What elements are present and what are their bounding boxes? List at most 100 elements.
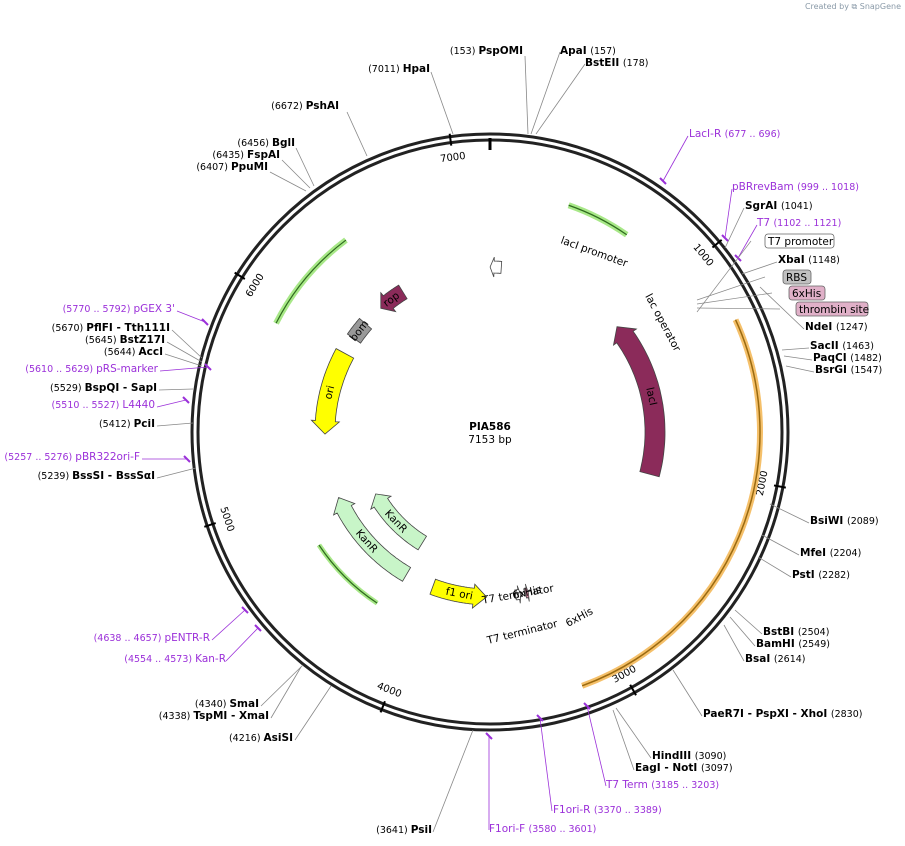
leader-21 — [615, 707, 652, 759]
leader-30 — [164, 353, 203, 367]
box-leader-3 — [696, 240, 752, 313]
leader-8 — [724, 207, 745, 249]
leader-31 — [166, 341, 203, 363]
leader-3 — [430, 71, 454, 135]
leader-28 — [156, 422, 194, 427]
site-label-13: BsrGI (1547) — [815, 364, 882, 376]
leader-11 — [781, 347, 810, 351]
site-label-16: PstI (2282) — [792, 569, 850, 581]
primer-label-4: F1ori-R (3370 .. 3389) — [553, 804, 662, 816]
site-label-24: (4216) AsiSI — [229, 732, 293, 744]
leader-17 — [734, 609, 763, 635]
site-label-25: (4338) TspMI - XmaI — [159, 710, 269, 722]
site-label-2: BstEII (178) — [585, 57, 648, 69]
site-label-1: ApaI (157) — [560, 45, 616, 57]
feature-bom-3 — [346, 317, 373, 344]
boxed-feature-rbs: RBS — [782, 269, 812, 285]
leader-29 — [158, 388, 194, 391]
primer-leader-2 — [737, 224, 758, 259]
svg-text:6xHis: 6xHis — [792, 288, 821, 300]
feature-f1-ori-7 — [429, 578, 488, 609]
primer-label-0: LacI-R (677 .. 696) — [689, 128, 780, 140]
primer-mark-9 — [182, 396, 190, 404]
site-label-22: EagI - NotI (3097) — [635, 762, 733, 774]
tick-7000 — [448, 133, 453, 146]
leader-18 — [729, 616, 756, 647]
primer-mark-10 — [204, 363, 212, 371]
site-label-17: BstBI (2504) — [763, 626, 829, 638]
primer-leader-10 — [159, 366, 209, 372]
site-label-29: (5529) BspQI - SapI — [50, 382, 157, 394]
site-label-26: (4340) SmaI — [195, 698, 259, 710]
primer-mark-8 — [183, 455, 191, 463]
leader-5 — [295, 147, 315, 187]
site-label-10: NdeI (1247) — [805, 321, 868, 333]
tick-label-7000: 7000 — [440, 151, 467, 165]
site-label-12: PaqCI (1482) — [813, 352, 882, 364]
site-label-7: (6407) PpuMI — [196, 161, 268, 173]
leader-26 — [260, 664, 304, 707]
leader-1 — [530, 51, 561, 135]
leader-27 — [156, 467, 197, 479]
leader-14 — [769, 503, 810, 524]
primer-leader-11 — [176, 310, 206, 323]
snapgene-credit: Created by ⧉ SnapGene — [804, 2, 901, 11]
feature-6xhis-9 — [523, 583, 530, 602]
leader-16 — [757, 556, 792, 578]
primer-mark-6 — [254, 624, 262, 632]
primer-label-2: T7 (1102 .. 1121) — [756, 217, 841, 229]
site-label-11: SacII (1463) — [810, 340, 874, 352]
tick-6000 — [234, 271, 246, 280]
leader-15 — [761, 534, 800, 556]
leader-32 — [171, 329, 203, 359]
site-label-15: MfeI (2204) — [800, 547, 861, 559]
highlight-arc — [275, 239, 347, 324]
tick-label-5000: 5000 — [217, 506, 235, 534]
boxed-feature-t7-promoter: T7 promoter — [764, 233, 835, 249]
tick-label-6000: 6000 — [244, 272, 267, 299]
site-label-9: XbaI (1148) — [778, 254, 840, 266]
feature-label-0: lacI — [643, 386, 659, 406]
primer-mark-4 — [536, 714, 544, 722]
primer-mark-5 — [485, 732, 493, 740]
site-label-8: SgrAI (1041) — [745, 200, 813, 212]
site-label-4: (6672) PshAI — [271, 100, 339, 112]
site-label-0: (153) PspOMI — [450, 45, 523, 57]
primer-leader-6 — [225, 627, 259, 662]
leader-12 — [783, 355, 813, 361]
primer-leader-3 — [586, 705, 607, 787]
feature-kanr-5 — [370, 493, 428, 551]
primer-label-7: (4638 .. 4657) pENTR-R — [94, 632, 210, 644]
box-leader-0 — [696, 276, 766, 301]
tick-3000 — [629, 684, 637, 696]
box-leader-1 — [696, 292, 773, 305]
primer-label-8: (5257 .. 5276) pBR322ori-F — [4, 451, 140, 463]
lacI-promoter-label: lacI promoter — [559, 235, 630, 271]
site-label-21: HindIII (3090) — [652, 750, 726, 762]
primer-leader-0 — [662, 135, 689, 182]
primer-mark-7 — [241, 606, 249, 614]
primer-leader-9 — [156, 399, 187, 408]
primer-mark-3 — [583, 702, 591, 710]
feature-label-7: f1 ori — [445, 586, 474, 603]
feature-t7-terminator-8 — [514, 585, 521, 604]
site-label-6: (6435) FspAI — [212, 149, 280, 161]
leader-23 — [432, 729, 474, 833]
plasmid-name: PIA586 — [469, 421, 511, 433]
feature-rop-2 — [380, 284, 408, 313]
leader-19 — [723, 624, 745, 662]
backbone-outer-ring — [190, 132, 790, 732]
site-label-27: (5239) BssSI - BssSαI — [38, 470, 155, 482]
leader-13 — [785, 365, 815, 373]
primer-label-10: (5610 .. 5629) pRS-marker — [25, 363, 158, 375]
leader-24 — [294, 685, 332, 741]
highlight-arc — [568, 204, 628, 236]
primer-label-5: F1ori-F (3580 .. 3601) — [489, 823, 596, 835]
leader-0 — [524, 55, 529, 135]
box-leader-2 — [696, 307, 781, 310]
site-label-14: BsiWI (2089) — [810, 515, 879, 527]
leader-lines — [142, 51, 815, 833]
t7-terminator-label: T7 terminator — [485, 618, 560, 648]
primer-leader-4 — [539, 717, 553, 812]
